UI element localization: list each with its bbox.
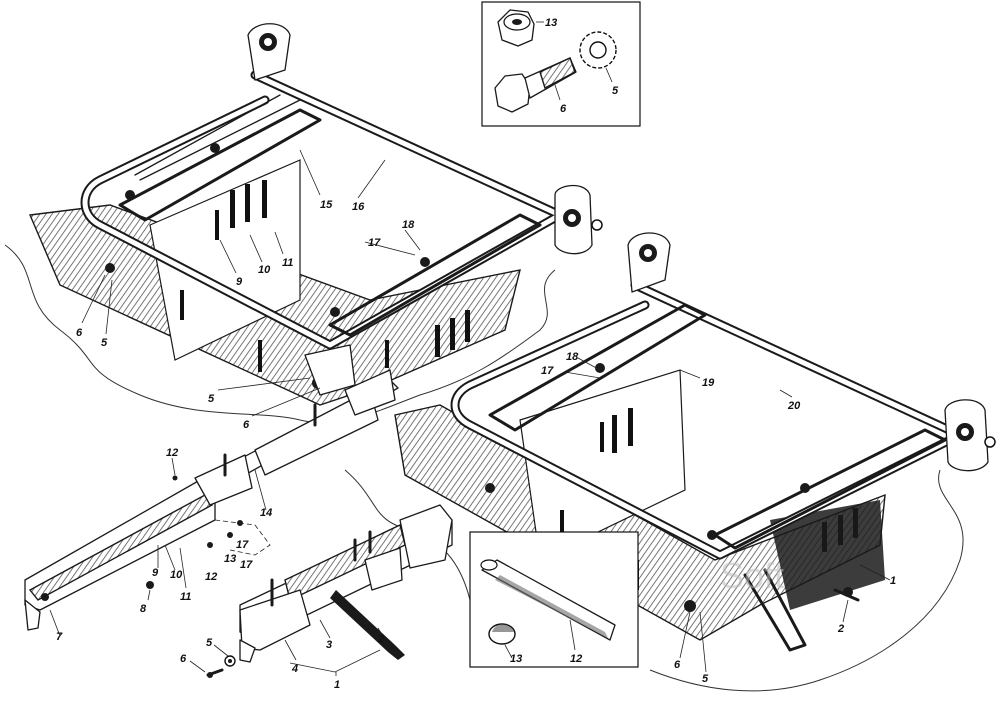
label-20: 20 (787, 400, 801, 412)
front-slide-adjuster-assembly: 3 4 2 1 5 6 (180, 504, 453, 691)
label-18: 18 (566, 351, 579, 363)
label-5: 5 (612, 85, 619, 97)
right-seat-adjuster-mechanism (770, 500, 885, 610)
label-5: 5 (702, 673, 709, 685)
label-14: 14 (260, 507, 272, 519)
label-6: 6 (674, 659, 681, 671)
label-5b: 5 (208, 393, 215, 405)
left-seat-leaders (81, 149, 421, 417)
left-rear-rail (118, 108, 322, 222)
right-seat-mount-ear-rear (627, 232, 671, 293)
label-19: 19 (702, 377, 715, 389)
left-seat-labels: 15 16 17 18 9 10 11 6 5 5 6 (76, 199, 415, 431)
label-6: 6 (560, 103, 567, 115)
left-floor-contour (4, 244, 556, 424)
label-9: 9 (152, 567, 159, 579)
label-6: 6 (76, 327, 83, 339)
left-slide-toothed-bar (254, 389, 379, 476)
pin-icon (480, 559, 616, 641)
label-17: 17 (368, 237, 381, 249)
label-12: 12 (570, 653, 582, 665)
right-seat-rail-extension (743, 568, 807, 652)
front-slide-release-lever (330, 590, 405, 660)
label-17a: 17 (236, 539, 249, 551)
label-13: 13 (224, 553, 236, 565)
left-seat-mount-ear-rear (247, 23, 291, 81)
label-12: 12 (166, 447, 178, 459)
right-rear-rail (488, 303, 707, 432)
front-slide-lower-block (239, 589, 311, 651)
right-seat-mount-ear-front (944, 399, 996, 472)
left-slide-end-bracket (24, 599, 41, 631)
right-seat-leaders (564, 357, 891, 673)
lock-washer-icon (579, 31, 617, 69)
label-11: 11 (282, 257, 293, 269)
watermark-text: Soft (720, 555, 784, 596)
right-frame-bolts (485, 363, 853, 612)
right-seat-labels: 18 17 19 20 1 2 6 5 (541, 351, 896, 685)
label-5: 5 (206, 637, 213, 649)
label-13: 13 (510, 653, 522, 665)
label-2: 2 (837, 623, 844, 635)
label-13: 13 (545, 17, 557, 29)
cap-icon (488, 623, 516, 645)
left-slide-rail-assembly: 12 14 11 10 9 8 7 12 13 17 17 (24, 369, 399, 643)
right-seat-assembly: 18 17 19 20 1 2 6 5 (344, 232, 996, 692)
left-seat-mount-ear-front (554, 184, 603, 255)
label-17b: 17 (240, 559, 253, 571)
label-16: 16 (352, 201, 365, 213)
left-front-rail (328, 213, 542, 337)
bolt-icon (494, 57, 577, 113)
label-8: 8 (140, 603, 147, 615)
label-11: 11 (180, 591, 191, 603)
inset-pin-bottom: 12 13 (469, 531, 639, 668)
label-18: 18 (402, 219, 415, 231)
label-3: 3 (326, 639, 332, 651)
label-5: 5 (101, 337, 108, 349)
label-17: 17 (541, 365, 554, 377)
label-12b: 12 (205, 571, 217, 583)
label-1: 1 (890, 575, 896, 587)
left-slide-labels: 12 14 11 10 9 8 7 12 13 17 17 (56, 447, 272, 643)
label-2: 2 (377, 633, 384, 645)
left-slide-clamp (194, 454, 253, 506)
front-slide-fasteners (206, 655, 236, 678)
label-6: 6 (180, 653, 187, 665)
label-9: 9 (236, 276, 243, 288)
nut-icon (497, 9, 535, 47)
label-15: 15 (320, 199, 333, 211)
left-slide-leaders (49, 457, 267, 637)
label-4: 4 (291, 663, 298, 675)
left-base-slots (180, 180, 470, 372)
front-slide-end-block (399, 504, 453, 569)
left-seat-assembly: 15 16 17 18 9 10 11 6 5 5 6 (4, 23, 603, 431)
inset-hardware-top: 13 6 5 (481, 1, 641, 127)
front-slide-leaders (189, 619, 385, 676)
label-10: 10 (170, 569, 183, 581)
right-front-rail (713, 428, 947, 550)
label-7: 7 (56, 631, 63, 643)
front-slide-labels: 3 4 2 1 5 6 (180, 633, 384, 691)
left-slide-small-parts (146, 475, 243, 589)
label-10: 10 (258, 264, 271, 276)
label-6b: 6 (243, 419, 250, 431)
label-1: 1 (334, 679, 340, 691)
